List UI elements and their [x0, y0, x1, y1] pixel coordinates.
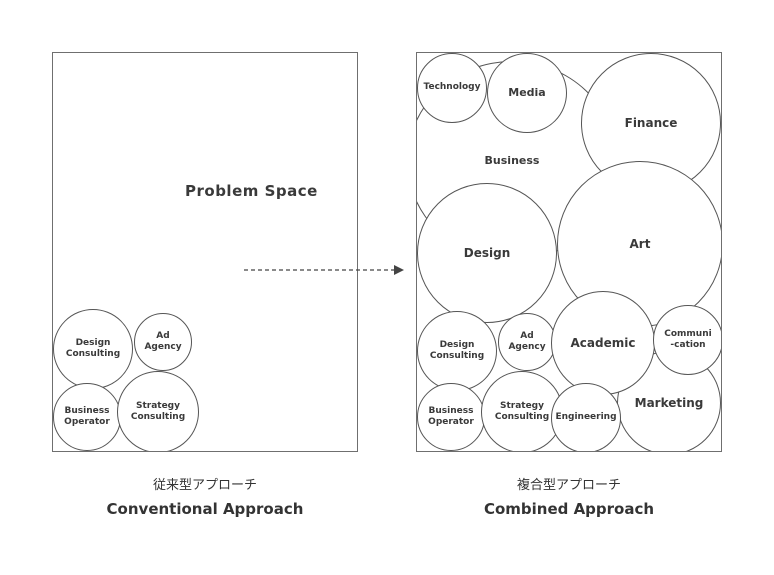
dashed-arrow-icon — [244, 265, 404, 275]
circle-communication: Communi -cation — [653, 305, 721, 375]
caption-conventional-ja: 従来型アプローチ — [152, 478, 257, 493]
circle-design-consulting: Design Consulting — [53, 309, 133, 389]
problem-space-label: Problem Space — [185, 182, 318, 200]
circle-ad-agency: Ad Agency — [498, 313, 556, 371]
circle-strategy-consulting: Strategy Consulting — [117, 371, 199, 451]
circle-design-consulting: Design Consulting — [417, 311, 497, 391]
circle-design: Design — [417, 183, 557, 323]
caption-combined-ja: 複合型アプローチ — [516, 478, 621, 493]
circle-ad-agency: Ad Agency — [134, 313, 192, 371]
problem-space-box-conventional: Design Consulting Ad Agency Business Ope… — [52, 52, 358, 452]
circle-business-operator: Business Operator — [53, 383, 121, 451]
circle-business-operator: Business Operator — [417, 383, 485, 451]
circle-media: Media — [487, 53, 567, 133]
circle-strategy-consulting: Strategy Consulting — [481, 371, 563, 451]
problem-space-box-combined: Business Technology Media Finance Art De… — [416, 52, 722, 452]
circle-academic: Academic — [551, 291, 655, 395]
circle-technology: Technology — [417, 53, 487, 123]
caption-combined-en: Combined Approach — [483, 500, 655, 518]
caption-conventional-en: Conventional Approach — [106, 500, 304, 518]
circle-engineering: Engineering — [551, 383, 621, 451]
